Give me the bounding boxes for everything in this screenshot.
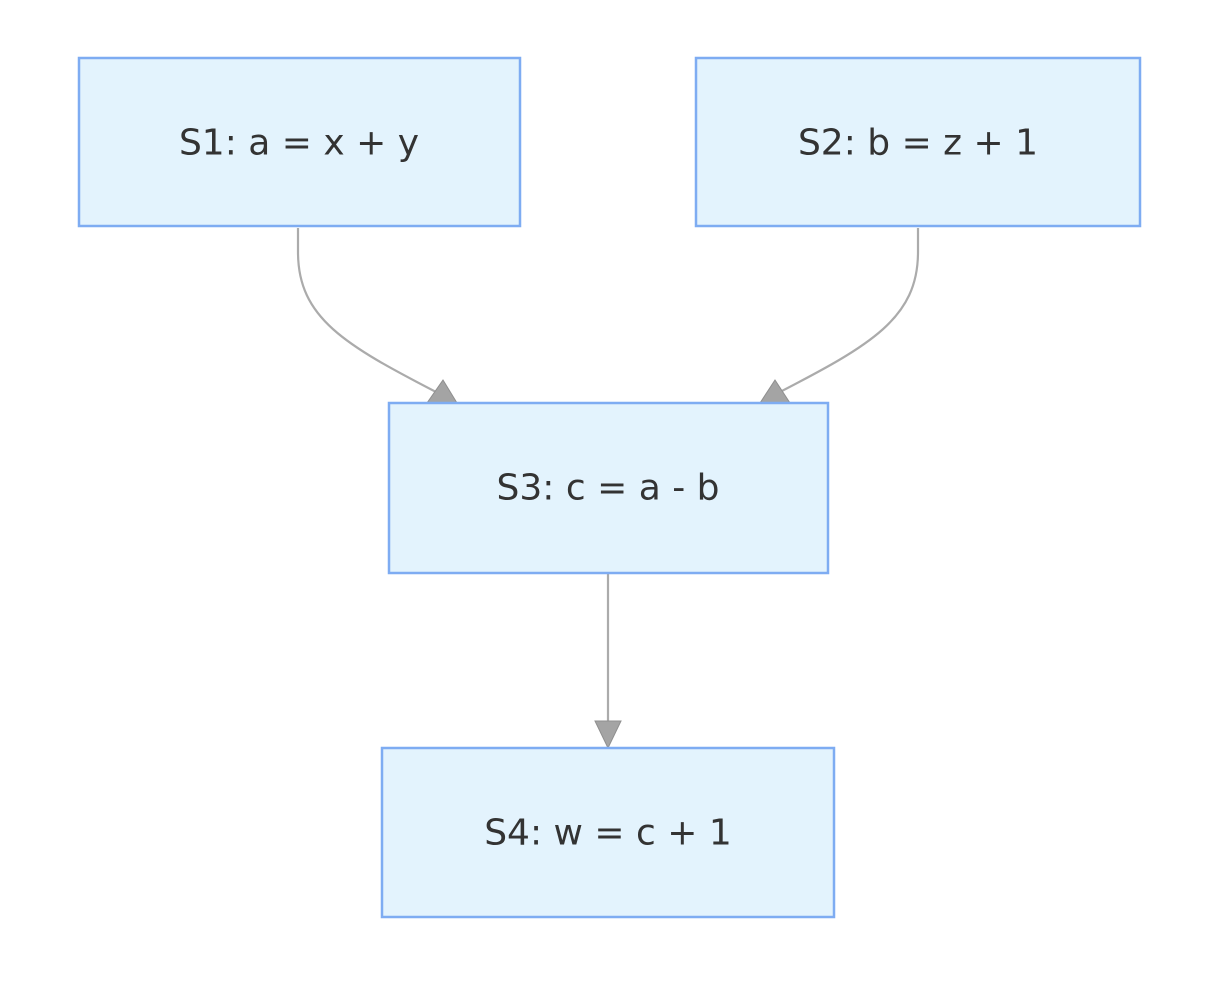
node-s1: S1: a = x + y: [77, 56, 522, 228]
node-s1-box: [77, 56, 522, 228]
node-s4: S4: w = c + 1: [380, 746, 836, 919]
edge-line-s1-s3: [296, 228, 439, 394]
arrow-head-s2-s3: [759, 379, 791, 404]
arrow-head-s1-s3: [426, 379, 458, 404]
edge-line-s2-s3: [777, 228, 920, 394]
node-s3-box: [387, 401, 830, 575]
node-s3: S3: c = a - b: [387, 401, 830, 575]
edge-s1-to-s3: [296, 228, 458, 404]
node-s2: S2: b = z + 1: [694, 56, 1142, 228]
node-s2-box: [694, 56, 1142, 228]
edge-s2-to-s3: [759, 228, 920, 404]
node-s3-label: S3: c = a - b: [497, 468, 720, 509]
node-s2-label: S2: b = z + 1: [798, 123, 1038, 164]
node-s4-label: S4: w = c + 1: [484, 813, 732, 854]
node-s1-label: S1: a = x + y: [179, 123, 419, 164]
node-s4-box: [380, 746, 836, 919]
edge-s3-to-s4: [594, 573, 622, 750]
arrow-head-s3-s4: [594, 720, 622, 750]
